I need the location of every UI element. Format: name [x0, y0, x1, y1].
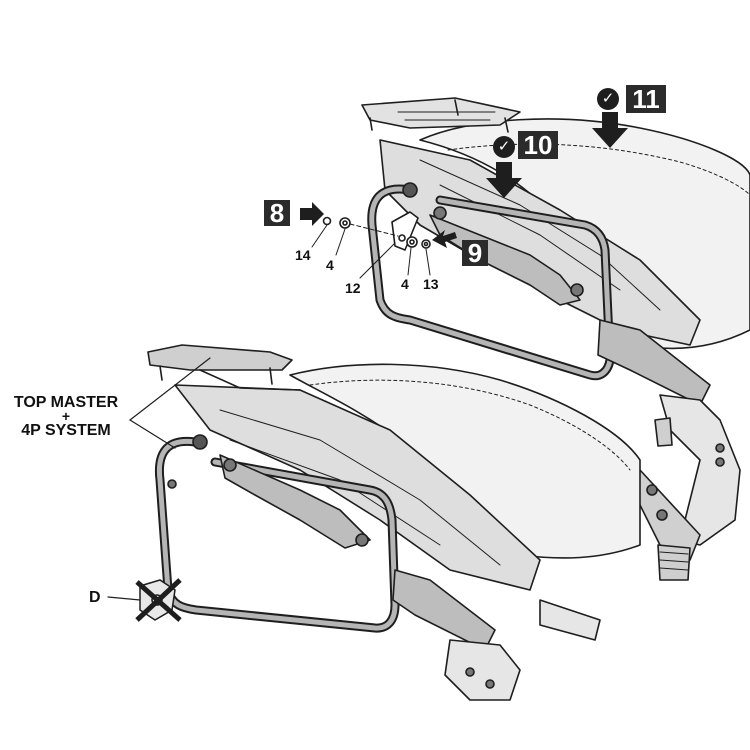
spacer-bracket: [391, 211, 419, 251]
step-11-box: 11: [626, 85, 666, 113]
push-arrow-icon: [300, 112, 628, 248]
part-callout-13: 13: [423, 276, 439, 292]
upper-footpeg-bracket: [659, 394, 741, 546]
step-10-box: 10: [518, 131, 558, 159]
lower-footpeg-bracket: [444, 639, 521, 701]
system-label-plus: +: [61, 408, 71, 424]
upper-luggage-rack: [361, 97, 521, 129]
part-callout-4-left: 4: [326, 257, 334, 273]
check-icon: ✓: [597, 88, 619, 110]
part-callout-4-right: 4: [401, 276, 409, 292]
part-callout-14: 14: [295, 247, 311, 263]
system-label-line3: 4P SYSTEM: [21, 422, 111, 439]
step-8-box: 8: [264, 200, 290, 226]
footpeg: [657, 544, 691, 581]
top-master-rack: [147, 344, 293, 371]
system-label-line1: TOP MASTER: [13, 394, 119, 411]
check-icon: ✓: [493, 136, 515, 158]
lower-rear-plate: [392, 569, 496, 651]
upper-mount-plate: [429, 214, 581, 306]
detail-d-label: D: [89, 589, 101, 606]
lower-mount-plate: [219, 454, 371, 549]
part-callout-12: 12: [345, 280, 361, 296]
crossed-out-part-icon: [135, 578, 182, 622]
system-label: TOP MASTER + 4P SYSTEM: [2, 394, 130, 439]
step-9-box: 9: [462, 240, 488, 266]
